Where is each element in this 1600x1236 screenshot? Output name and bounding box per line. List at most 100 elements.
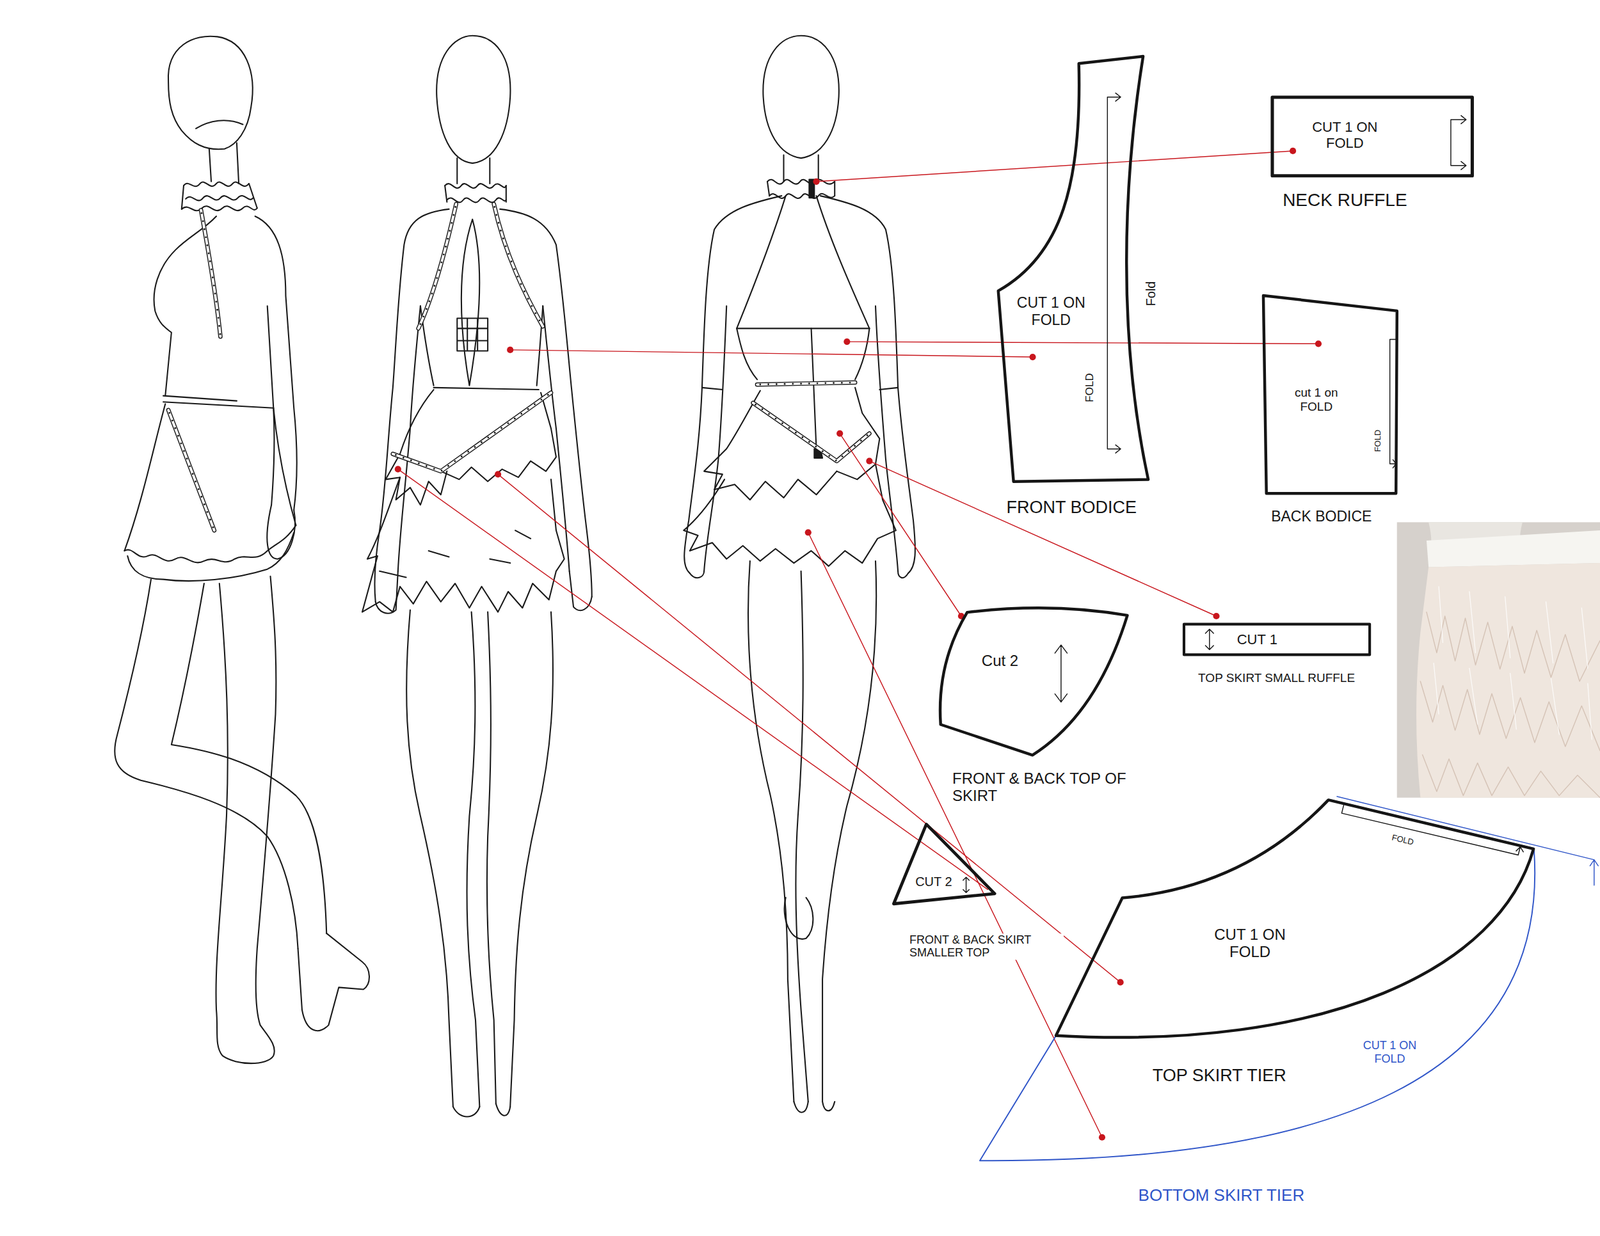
stud: [192, 472, 194, 475]
pattern-piece: cut 1 on FOLDFOLDBACK BODICE: [1258, 290, 1403, 529]
piece-shape: [1272, 96, 1472, 176]
studded-strap: [200, 209, 221, 337]
sketch-path: [456, 158, 490, 184]
label-holder: CUT 1 ON FOLD: [1013, 294, 1088, 329]
label-holder: FRONT & BACK TOP OF SKIRT: [951, 769, 1133, 806]
sketch-path: [195, 120, 243, 129]
sketch-g: [114, 35, 1600, 1142]
piece-shape: [997, 56, 1148, 482]
stud: [530, 305, 533, 308]
grainline-arrow: [1390, 339, 1397, 469]
studded-strap: [418, 204, 457, 329]
piece-shape: [979, 800, 1535, 1161]
stud: [794, 432, 797, 434]
piece-shape: [1056, 800, 1534, 1038]
stud: [788, 426, 791, 429]
stud: [493, 206, 496, 208]
stud: [425, 465, 428, 468]
cut-instruction: cut 1 on FOLD: [1279, 385, 1354, 415]
sketch-path: [209, 142, 239, 184]
cut-instruction: Cut 2: [980, 652, 1020, 671]
piece-name: NECK RUFFLE: [1281, 189, 1408, 210]
stud: [446, 238, 449, 240]
sketch-path: [127, 532, 294, 582]
pattern-piece: Cut 2 FRONT & BACK TOP OF SKIRT: [932, 600, 1131, 815]
sketch-path: [440, 392, 557, 482]
stud: [212, 526, 215, 529]
stud: [500, 427, 503, 430]
stud: [840, 382, 843, 384]
stud: [210, 268, 213, 271]
back-figure: [683, 35, 916, 1113]
sketch-path: [433, 387, 539, 390]
sketch-path: [298, 933, 370, 1032]
pattern-piece: CUT 2FRONT & BACK SKIRT SMALLER TOP: [889, 820, 1064, 974]
stud: [442, 253, 445, 256]
piece-name: FRONT & BACK SKIRT SMALLER TOP: [908, 933, 1064, 960]
stud: [791, 382, 794, 385]
sketch-path: [1426, 530, 1600, 568]
stud: [487, 436, 489, 439]
stud: [214, 292, 217, 295]
stud: [203, 228, 206, 231]
sketch-path: [683, 464, 896, 566]
stud: [759, 384, 761, 386]
stud: [494, 432, 496, 434]
stud: [866, 434, 869, 437]
stud: [768, 413, 770, 416]
stud: [431, 292, 434, 295]
stud: [186, 457, 189, 460]
stud: [206, 244, 208, 247]
stud: [853, 444, 856, 447]
stud: [775, 417, 777, 420]
stud: [781, 422, 784, 425]
sketch-path: [114, 579, 298, 950]
label-holder: FOLD: [1389, 831, 1417, 848]
stud: [452, 214, 455, 217]
stud: [444, 245, 447, 248]
stud: [450, 222, 453, 224]
stud: [499, 229, 502, 232]
grainline-arrow: [963, 877, 970, 893]
stud: [523, 290, 526, 293]
sketch-path: [436, 35, 511, 164]
stud: [520, 283, 523, 286]
label-holder: CUT 1 ON FOLD: [1352, 1040, 1428, 1067]
stud: [197, 488, 200, 491]
stud: [218, 325, 221, 328]
stud: [460, 455, 463, 458]
grainline-arrow: [1055, 645, 1068, 703]
sketch-path: [444, 183, 507, 189]
stud: [824, 382, 827, 384]
sketch-circle: [805, 529, 812, 536]
sketch-path: [168, 36, 253, 150]
pattern-piece: CUT 1 ON FOLDBOTTOM SKIRT TIERFOLDCUT 1 …: [974, 791, 1600, 1215]
grainline-arrow: [1205, 629, 1214, 651]
sketch-path: [487, 612, 496, 1104]
stud: [860, 439, 863, 442]
side-figure: [114, 36, 370, 1064]
strap-inner: [168, 410, 215, 531]
sketch-path: [1416, 563, 1600, 799]
sketch-path: [767, 181, 835, 196]
stud: [547, 394, 550, 397]
sketch-path: [879, 387, 909, 578]
stud: [217, 316, 220, 319]
sketch-path: [836, 387, 880, 480]
label-holder: BOTTOM SKIRT TIER: [1137, 1186, 1307, 1206]
stud: [504, 245, 507, 248]
sketch-circle: [1117, 979, 1124, 986]
sketch-path: [762, 35, 839, 159]
grainline-arrow: [1450, 115, 1467, 169]
sketch-path: [461, 219, 480, 386]
studded-strap: [392, 392, 552, 472]
sketch-path: [793, 1102, 835, 1113]
sketch-path: [736, 195, 870, 329]
sketch-path: [216, 576, 277, 1064]
pattern-piece: FOLDCUT 1 ON FOLDTOP SKIRT TIER: [1050, 796, 1539, 1095]
sketch-circle: [836, 430, 843, 438]
sketch-path: [748, 561, 794, 1103]
stud: [202, 220, 205, 223]
stud: [474, 446, 477, 448]
